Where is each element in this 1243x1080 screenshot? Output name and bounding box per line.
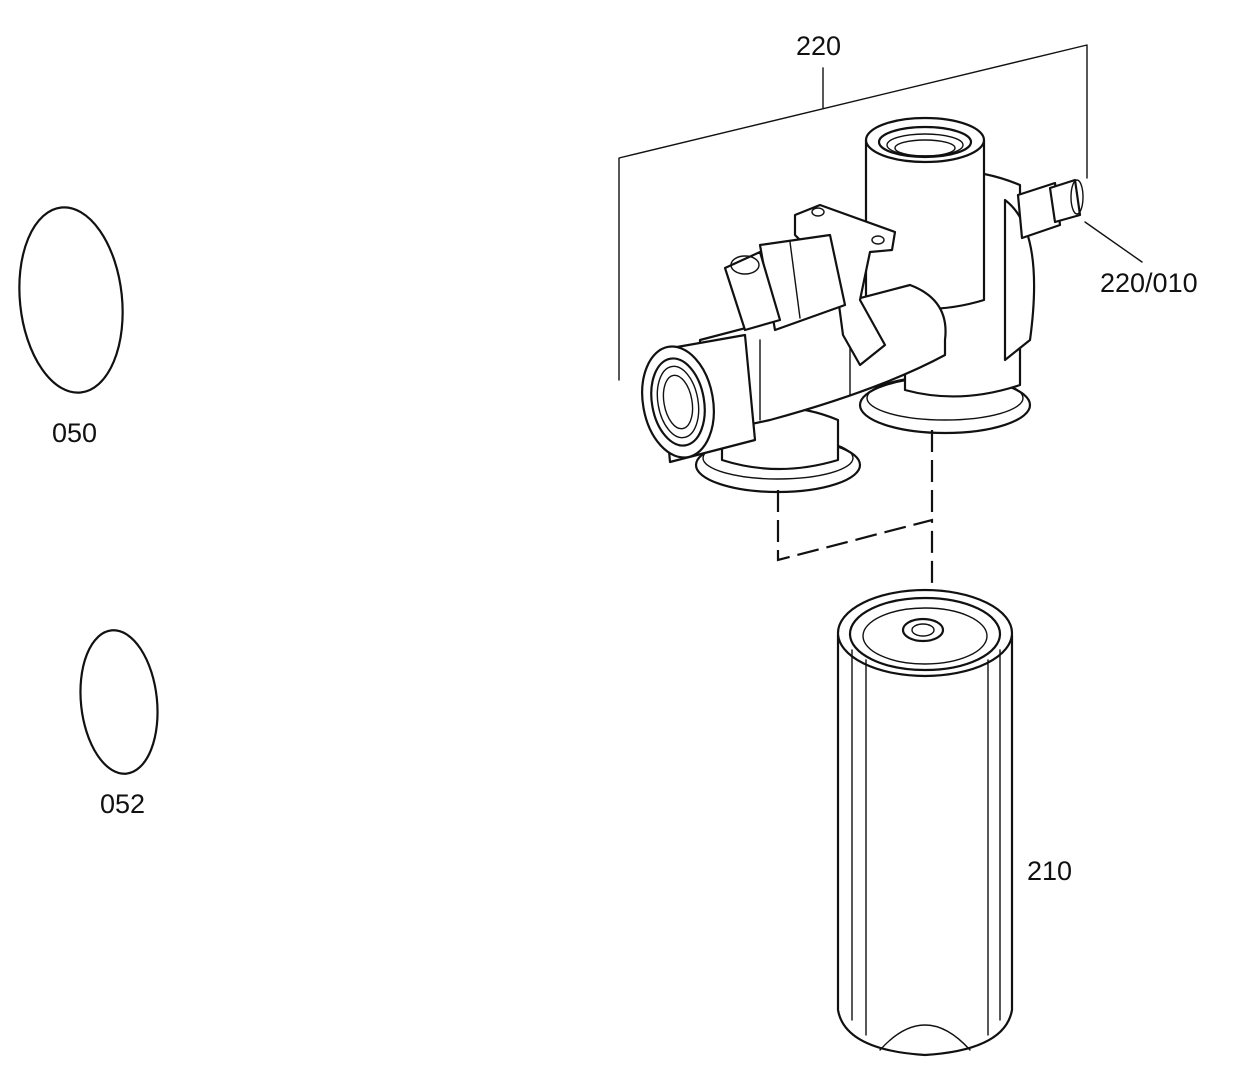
o-ring-052: [79, 629, 159, 775]
label-052: 052: [100, 789, 145, 819]
filter-head-220: [641, 116, 1084, 494]
label-220: 220: [796, 31, 841, 61]
label-050: 050: [52, 418, 97, 448]
label-220-010: 220/010: [1100, 268, 1198, 298]
filter-cartridge-210: [836, 588, 1014, 1057]
bracket-220: [618, 44, 1088, 381]
leader-220-010: [1084, 221, 1143, 263]
o-ring-050: [18, 206, 124, 394]
label-210: 210: [1027, 856, 1072, 886]
assembly-lines: [776, 430, 934, 600]
